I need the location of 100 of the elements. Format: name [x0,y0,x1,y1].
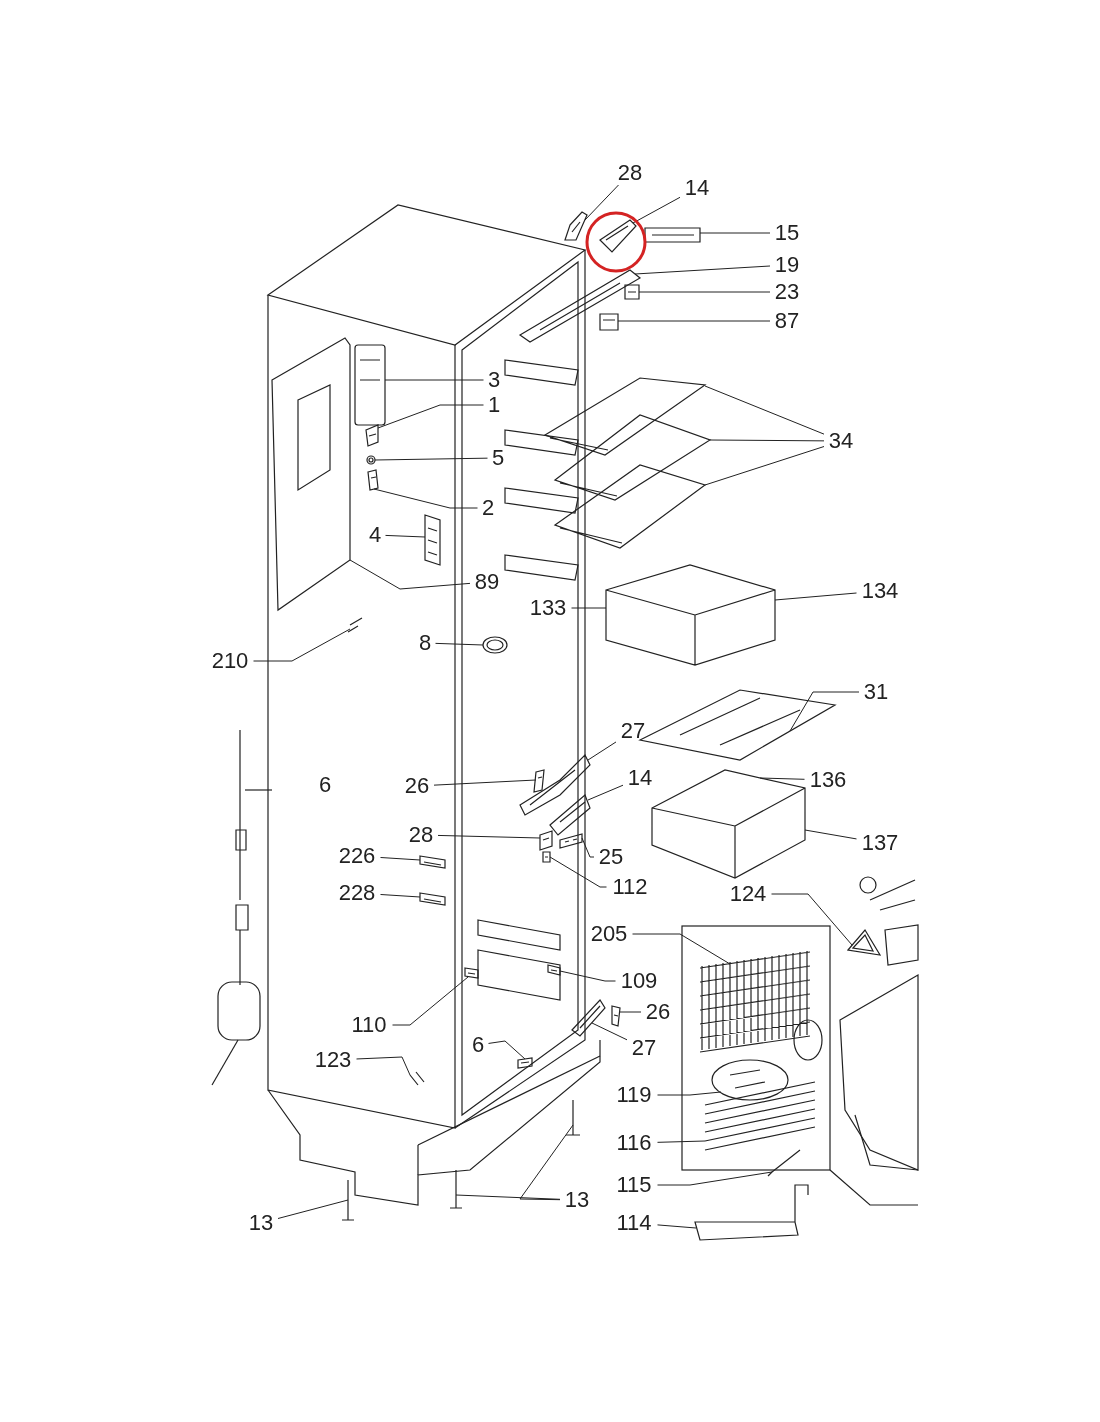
clip-drawing [542,851,551,863]
callout-number: 25 [598,846,624,868]
leader-line [455,1194,561,1200]
callout-number: 28 [617,162,643,184]
leader-line [374,457,488,461]
leader-line [377,404,484,429]
leader-line [584,184,619,221]
leader-line [435,642,484,646]
callout-number: 210 [211,650,249,672]
bracket-drawing [419,892,446,906]
leader-line [774,592,857,601]
callout-number: 5 [491,447,505,469]
leader-line [581,837,595,858]
ring-drawing [366,455,376,465]
callout-number: 228 [338,882,376,904]
callout-number: 136 [809,769,847,791]
callout-number: 205 [590,923,628,945]
leader-line [559,970,616,982]
callout-number: 110 [351,1014,387,1036]
leader-line [373,488,478,509]
leader-line [587,741,617,761]
leader-line [385,534,426,538]
callout-number: 8 [418,632,432,654]
callout-number: 15 [774,222,800,244]
glass-shelf-drawing [554,414,712,501]
callout-number: 134 [861,580,899,602]
callout-number: 109 [620,970,658,992]
support-drawing [517,1057,533,1069]
leader-line [638,291,771,293]
screw-drawing [409,1071,425,1086]
lamp-cover-drawing [354,344,386,426]
callout-number: 6 [318,774,332,796]
leader-line [704,446,825,486]
glass-shelf-drawing [544,377,707,456]
leader-line [437,834,541,839]
oval-part-drawing [482,636,508,654]
plate-drawing [559,833,583,849]
bulb-drawing [367,469,379,491]
callout-number: 27 [631,1037,657,1059]
callout-number: 124 [729,883,767,905]
drawer-drawing [605,564,776,666]
callout-number: 2 [481,497,495,519]
callout-number: 1 [487,394,501,416]
leader-line [704,385,825,435]
leader-line [433,779,537,786]
leader-line [549,856,607,888]
callout-number: 6 [471,1034,485,1056]
callout-number: 13 [248,1212,274,1234]
bracket-drawing [419,855,446,869]
callout-number: 14 [627,767,653,789]
callout-number: 133 [529,597,567,619]
hinge-drawing [519,754,591,816]
callout-number: 19 [774,254,800,276]
glass-shelf-drawing [554,464,707,549]
callout-number: 31 [863,681,889,703]
callout-number: 4 [368,524,382,546]
leader-line [632,933,731,965]
leader-line [789,691,860,732]
callout-number: 3 [487,369,501,391]
callout-number: 119 [616,1084,652,1106]
leader-line [804,829,857,840]
callout-number: 116 [616,1132,652,1154]
hinge-drawing [549,794,591,836]
callout-number: 13 [564,1189,590,1211]
drawer-drawing [651,769,806,879]
leader-line [587,784,624,801]
callout-number: 27 [620,720,646,742]
leader-line [657,1224,697,1229]
panel-drawing [644,227,701,243]
gasket-drawing [846,928,882,956]
callout-number: 14 [684,177,710,199]
leader-line [657,1171,773,1186]
leader-line [657,1091,722,1096]
leader-line [519,1124,574,1201]
rail-drawing [519,269,642,343]
leader-line [699,232,771,234]
leader-line [392,976,469,1026]
leader-line [571,607,607,609]
door-panel-drawing [271,337,351,612]
callout-number: 26 [645,1001,671,1023]
sensor-drawing [767,1149,801,1177]
leader-line [619,1011,642,1013]
callout-number: 23 [774,281,800,303]
callout-number: 123 [314,1049,352,1071]
callout-number: 137 [861,832,899,854]
callout-number: 115 [616,1174,652,1196]
callout-number: 112 [612,876,648,898]
leader-line [759,777,805,780]
support-drawing [547,964,561,976]
leader-line [384,379,484,381]
support-drawing [464,967,479,979]
leader-line [657,1140,706,1143]
leader-line [632,196,681,224]
screw-drawing [449,1169,463,1209]
callout-number: 28 [408,824,434,846]
leader-line [488,1040,526,1060]
leader-line [591,1022,628,1041]
heater-drawing [711,1059,789,1101]
callout-number: 226 [338,845,376,867]
leader-line [380,894,421,898]
